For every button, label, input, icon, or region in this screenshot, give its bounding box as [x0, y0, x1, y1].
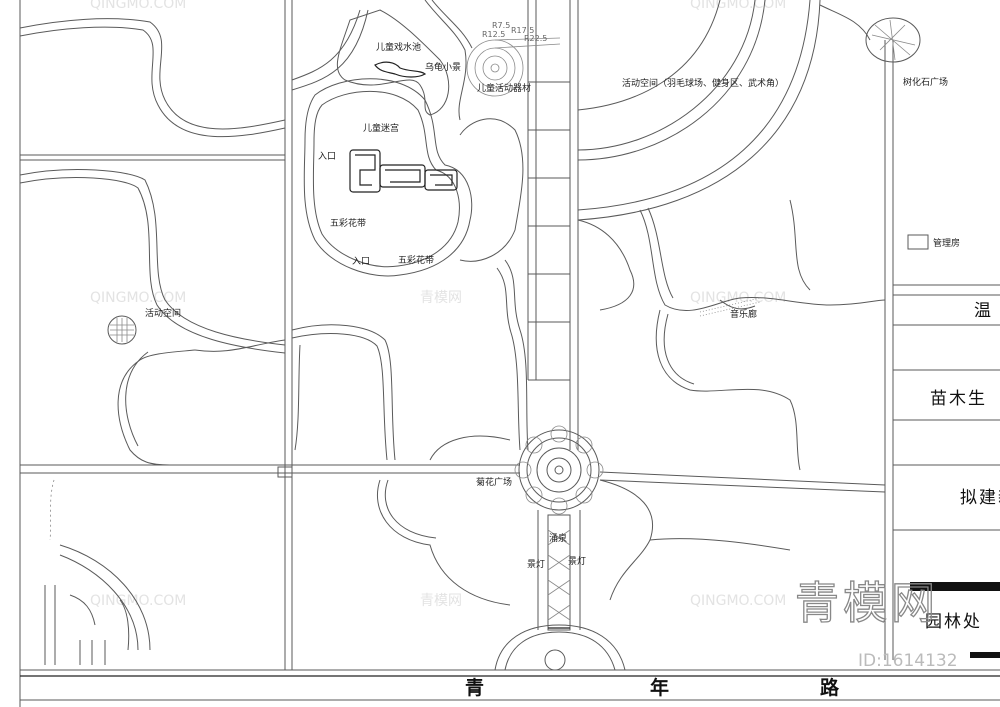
right-side-labels: 温 苗木生 拟建新 园林处 [925, 301, 1000, 632]
watermark-logo-text: 青模网 [795, 578, 939, 629]
road-char-1: 青 [465, 677, 484, 699]
label-music-corridor: 音乐廊 [730, 308, 757, 320]
label-activity-space-left: 活动空间 [145, 307, 181, 319]
watermark-site-cn: 青模网 [420, 593, 462, 609]
watermark-site: QINGMO.COM [690, 593, 786, 609]
watermark-id: ID:1614132 [858, 651, 958, 671]
label-entrance-2: 入口 [352, 256, 370, 267]
road-char-2: 年 [650, 676, 669, 699]
watermark-site: QINGMO.COM [90, 290, 186, 306]
label-turtle-scene: 乌龟小景 [425, 61, 461, 73]
radius-label-r3: R17.5 [511, 26, 534, 35]
watermark-site: QINGMO.COM [690, 0, 786, 12]
activity-rings [577, 0, 871, 221]
label-flower-belt-2: 五彩花带 [398, 254, 434, 266]
label-petrified-wood-plaza: 树化石广场 [903, 76, 948, 88]
road-grid [19, 0, 1000, 707]
radius-label-r2: R12.5 [482, 30, 505, 39]
label-kids-maze: 儿童迷宫 [363, 122, 399, 134]
ladder-paving [527, 0, 570, 381]
road-name: 青 年 路 [465, 676, 840, 699]
fountain-axis [494, 510, 626, 671]
watermark-site: QINGMO.COM [90, 593, 186, 609]
kids-zone [303, 9, 561, 277]
road-char-3: 路 [820, 676, 840, 699]
radius-label-r4: R22.5 [524, 34, 547, 43]
radius-label-r1: R7.5 [492, 21, 510, 30]
label-kids-equipment: 儿童活动器材 [477, 82, 531, 94]
label-wen: 温 [974, 301, 993, 321]
label-lamp-right: 景灯 [568, 556, 586, 567]
label-kids-water-pool: 儿童戏水池 [376, 41, 421, 53]
middle-block-paths [291, 0, 529, 606]
label-flower-belt-1: 五彩花带 [330, 217, 366, 229]
area-labels: 儿童戏水池 乌龟小景 儿童活动器材 儿童迷宫 入口 五彩花带 入口 五彩花带 活… [145, 41, 960, 570]
watermark-site-cn: 青模网 [420, 290, 462, 306]
label-management-room: 管理房 [933, 237, 960, 249]
lower-left-plaza [44, 479, 151, 665]
watermark-site: QINGMO.COM [90, 0, 186, 12]
edge-bars [910, 582, 1000, 658]
faint-watermarks: QINGMO.COM QINGMO.COM QINGMO.COM QINGMO.… [90, 0, 786, 609]
structures [277, 234, 929, 478]
label-activity-space-top: 活动空间（羽毛球场、健身区、武术角） [622, 77, 784, 89]
round-plazas [107, 17, 921, 345]
label-lamp-left: 景灯 [527, 559, 545, 570]
right-block-paths [577, 199, 886, 601]
label-garden-office: 园林处 [925, 612, 982, 632]
chrysanthemum-plaza [514, 425, 604, 515]
label-chrysanthemum-plaza: 菊花广场 [476, 476, 512, 488]
label-fountain: 涌泉 [549, 532, 567, 544]
watermark: 青模网 ID:1614132 [794, 577, 958, 671]
label-planned: 拟建新 [960, 488, 1000, 508]
label-entrance-1: 入口 [318, 151, 336, 162]
radius-labels: R7.5 R12.5 R17.5 R22.5 [482, 21, 547, 43]
label-nursery: 苗木生 [930, 389, 987, 409]
left-block-paths [19, 18, 286, 466]
